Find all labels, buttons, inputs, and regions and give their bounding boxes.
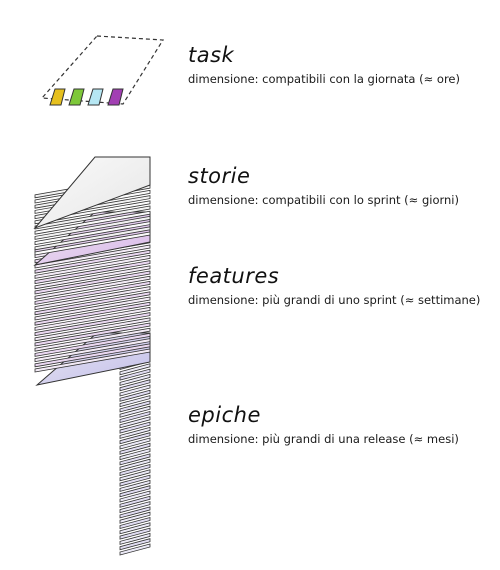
- stories-sheet-edge: [34, 205, 151, 230]
- epics-sheet-edge: [119, 543, 151, 556]
- features-sheet-edge: [34, 260, 151, 285]
- epics-sheet-edge: [119, 384, 151, 397]
- features-sheet-edge: [34, 312, 151, 337]
- features-description: dimensione: più grandi di uno sprint (≈ …: [188, 293, 481, 307]
- features-title: features: [188, 264, 280, 288]
- features-sheet-edge: [34, 343, 151, 368]
- features-sheet-edge: [34, 317, 151, 342]
- sticky-note-yellow: [49, 88, 66, 106]
- epics-sheet-edge: [119, 516, 151, 530]
- task-sheet: [40, 35, 165, 106]
- features-sheet-edge: [34, 338, 151, 363]
- epics-description: dimensione: più grandi di una release (≈…: [188, 432, 459, 446]
- epics-sheet-edge: [119, 490, 151, 503]
- epics-sheet-edge: [119, 469, 151, 482]
- features-sheet-edge: [34, 244, 151, 269]
- epics-sheet-edge: [119, 511, 151, 524]
- epics-sheet-edge: [119, 363, 151, 376]
- features-sheet-edge: [34, 275, 151, 300]
- features-sheet-edge: [34, 327, 151, 352]
- epics-sheet-edge: [119, 448, 151, 461]
- stories-sheet-edge: [34, 231, 151, 256]
- stories-description: dimensione: compatibili con lo sprint (≈…: [188, 193, 459, 207]
- stories-sheet-edge: [34, 200, 151, 225]
- stories-title: storie: [188, 164, 251, 188]
- epics-sheet-edge: [119, 458, 151, 471]
- epics-sheet-edge: [119, 501, 151, 514]
- task-description: dimensione: compatibili con la giornata …: [188, 72, 460, 86]
- epics-sheet-edge: [119, 395, 151, 408]
- epics-sheet-edge: [119, 379, 151, 392]
- stories-label: storie dimensione: compatibili con lo sp…: [188, 164, 459, 208]
- epics-sheet-edge: [119, 479, 151, 492]
- epics-sheet-edge: [119, 532, 151, 545]
- epics-sheet-edge: [119, 437, 151, 450]
- features-sheet-edge: [34, 265, 151, 290]
- epics-sheet-edge: [119, 410, 151, 424]
- features-sheet-edge: [34, 332, 151, 357]
- epics-sheet-edge: [119, 416, 151, 429]
- features-sheet-edge: [34, 301, 151, 326]
- features-sheet-edge: [34, 322, 151, 347]
- sticky-note-purple: [107, 88, 124, 106]
- epics-sheet-edge: [119, 527, 151, 540]
- stories-sheet-edge: [34, 215, 151, 240]
- epics-sheet-edge: [119, 538, 151, 551]
- features-sheet-edge: [34, 280, 151, 305]
- stories-sheet-edge: [34, 226, 151, 251]
- features-label: features dimensione: più grandi di uno s…: [188, 264, 481, 308]
- epics-sheet-edge: [119, 453, 151, 466]
- features-sheet-edge: [34, 296, 151, 321]
- features-sheet-edge: [34, 254, 151, 279]
- epics-sheet-edge: [119, 389, 151, 402]
- epics-sheet-edge: [119, 474, 151, 487]
- epics-title: epiche: [188, 403, 261, 427]
- epics-sheet-edge: [119, 426, 151, 439]
- epics-sheet-edge: [119, 432, 151, 445]
- sticky-note-lightblue: [87, 88, 104, 106]
- task-title: task: [188, 43, 235, 67]
- epics-sheet-edge: [119, 373, 151, 386]
- epics-sheet-edge: [119, 522, 151, 535]
- epics-label: epiche dimensione: più grandi di una rel…: [188, 403, 459, 447]
- task-dashed-outline: [40, 35, 165, 105]
- task-label: task dimensione: compatibili con la gior…: [188, 43, 460, 87]
- epics-sheet-edge: [119, 463, 151, 477]
- epics-sheet-edge: [119, 495, 151, 508]
- features-sheet-edge: [34, 286, 151, 311]
- features-sheet-edge: [34, 348, 151, 373]
- features-sheet-edge: [34, 291, 151, 316]
- epics-sheet-edge: [119, 421, 151, 434]
- sticky-note-green: [68, 88, 85, 106]
- features-sheet-edge: [34, 249, 151, 274]
- epics-sheet-edge: [119, 400, 151, 413]
- epics-sheet-edge: [119, 506, 151, 519]
- features-sheet-edge: [34, 270, 151, 295]
- epics-sheet-edge: [119, 405, 151, 418]
- stories-stack: [33, 156, 151, 256]
- stories-sheet-edge: [34, 221, 151, 246]
- epics-sheet-edge: [119, 485, 151, 498]
- stories-top-sheet: [33, 156, 151, 230]
- features-sheet-edge: [34, 306, 151, 331]
- stories-sheet-edge: [34, 210, 151, 235]
- epics-sheet-edge: [119, 442, 151, 455]
- epics-sheet-edge: [119, 368, 151, 381]
